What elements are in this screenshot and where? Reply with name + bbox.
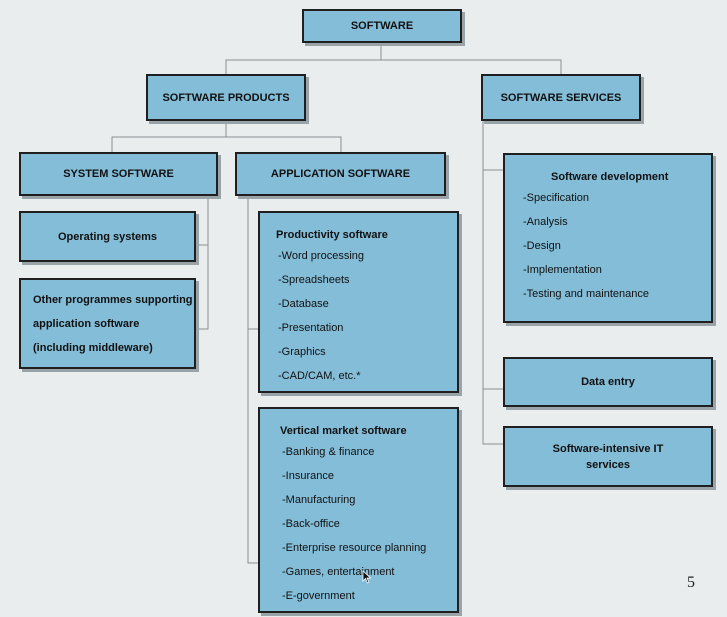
software-development-box: Software development -Specification -Ana…	[503, 153, 713, 323]
list-item: -Manufacturing	[282, 494, 356, 506]
page-number: 5	[687, 574, 695, 591]
it-services-label: Software-intensive IT services	[552, 442, 664, 471]
data-entry-label: Data entry	[581, 376, 635, 388]
software-development-title: Software development	[551, 171, 669, 183]
root-software-label: SOFTWARE	[350, 20, 414, 32]
operating-systems-box: Operating systems	[19, 211, 196, 262]
list-item: -CAD/CAM, etc.*	[278, 370, 361, 382]
list-item: -Enterprise resource planning	[282, 542, 427, 554]
connector-products-system	[111, 121, 227, 152]
connector-application-vertical	[247, 196, 258, 564]
list-item: -Implementation	[523, 264, 602, 276]
list-item: -Design	[523, 240, 561, 252]
application-software-box: APPLICATION SOFTWARE	[235, 152, 446, 196]
connector-system-other	[196, 196, 209, 330]
connector-services-it	[482, 121, 503, 445]
software-products-box: SOFTWARE PRODUCTS	[146, 74, 306, 121]
mouse-pointer-icon	[362, 570, 372, 584]
list-item: -Word processing	[278, 250, 364, 262]
other-programmes-line: (including middleware)	[33, 341, 153, 354]
connector-root-products	[225, 42, 382, 74]
software-services-label: SOFTWARE SERVICES	[500, 91, 622, 104]
data-entry-box: Data entry	[503, 357, 713, 407]
list-item: -Database	[278, 298, 329, 310]
list-item: -Testing and maintenance	[523, 288, 649, 300]
list-item: -Back-office	[282, 518, 340, 530]
list-item: -Specification	[523, 192, 590, 204]
vertical-market-software-list: -Banking & finance -Insurance -Manufactu…	[280, 446, 457, 614]
other-programmes-box: Other programmes supporting application …	[19, 278, 196, 369]
other-programmes-line: Other programmes supporting	[33, 293, 193, 306]
software-services-box: SOFTWARE SERVICES	[481, 74, 641, 121]
productivity-software-list: -Word processing -Spreadsheets -Database…	[276, 250, 457, 394]
other-programmes-line: application software	[33, 317, 140, 330]
software-products-label: SOFTWARE PRODUCTS	[162, 91, 290, 104]
system-software-box: SYSTEM SOFTWARE	[19, 152, 218, 196]
list-item: -Analysis	[523, 216, 568, 228]
it-services-box: Software-intensive IT services	[503, 426, 713, 487]
other-programmes-text: Other programmes supporting application …	[33, 288, 193, 360]
connector-products-application	[226, 136, 342, 152]
software-development-list: -Specification -Analysis -Design -Implem…	[521, 192, 711, 312]
list-item: -E-government	[282, 590, 355, 602]
list-item: -Spreadsheets	[278, 274, 350, 286]
productivity-software-title: Productivity software	[276, 229, 388, 241]
list-item: -Graphics	[278, 346, 326, 358]
connector-root-services	[381, 59, 562, 74]
list-item: -Presentation	[278, 322, 344, 334]
root-software-box: SOFTWARE	[302, 9, 462, 43]
list-item: -Banking & finance	[282, 446, 375, 458]
system-software-label: SYSTEM SOFTWARE	[63, 168, 174, 180]
list-item: -Insurance	[282, 470, 334, 482]
vertical-market-software-box: Vertical market software -Banking & fina…	[258, 407, 459, 613]
vertical-market-software-title: Vertical market software	[280, 425, 407, 437]
application-software-label: APPLICATION SOFTWARE	[270, 168, 411, 180]
operating-systems-label: Operating systems	[57, 230, 158, 243]
productivity-software-box: Productivity software -Word processing -…	[258, 211, 459, 393]
